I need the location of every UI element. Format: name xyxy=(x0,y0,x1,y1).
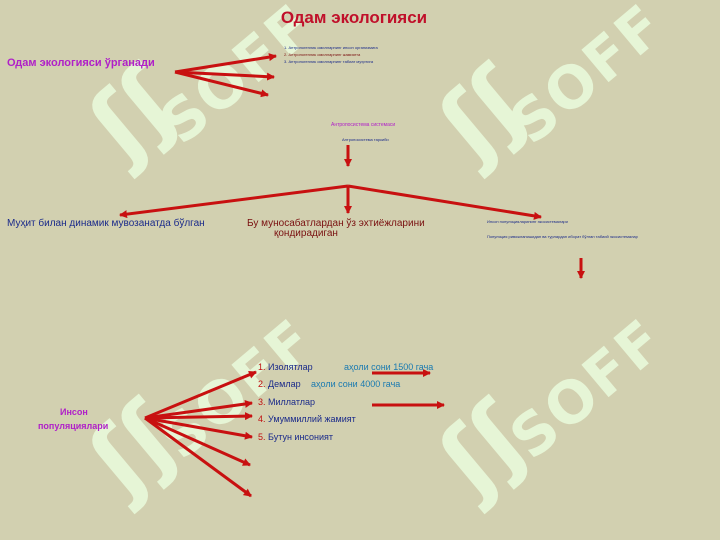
population-item: 1. Изолятлар xyxy=(258,362,313,372)
arrow xyxy=(144,400,253,420)
arrow xyxy=(144,416,251,467)
branch-middle-label: Бу муносабатлардан ўз эхтиёжларини xyxy=(247,218,425,229)
population-item: 4. Умуммиллий жамият xyxy=(258,414,356,424)
arrow xyxy=(144,412,253,421)
arrow xyxy=(347,184,542,220)
page-title: Одам экологияси xyxy=(280,8,428,27)
population-label: Инсон xyxy=(60,407,88,417)
population-item: 5. Бутун инсоният xyxy=(258,432,334,442)
studies-item: 3. Антропогенлик омилларнинг табиат муҳи… xyxy=(284,59,374,64)
branch-right-label: Инсон популяцияларининг экосистемалари xyxy=(487,219,568,224)
population-item: 3. Миллатлар xyxy=(258,397,316,407)
center-heading: Антропосистема системаси xyxy=(331,122,396,128)
branch-middle-label: қондирадиган xyxy=(274,228,338,239)
branch-right-label: Популяция ривожланишидан ва турлардан иб… xyxy=(487,234,638,239)
arrow xyxy=(144,416,253,440)
center-subheading: Антропосистема таркиби xyxy=(342,137,389,142)
population-label: популяциялари xyxy=(38,421,109,431)
population-note: аҳоли сони 1500 гача xyxy=(344,362,434,372)
studies-label: Одам экологияси ўрганади xyxy=(7,57,155,69)
arrow xyxy=(144,416,252,498)
arrow xyxy=(174,53,277,74)
studies-item: 1. Антропогенлик омилларнинг инсон орган… xyxy=(284,45,378,50)
population-note: аҳоли сони 4000 гача xyxy=(311,379,401,389)
branch-left-label: Муҳит билан динамик мувозанатда бўлган xyxy=(7,218,205,229)
studies-item: 2. Антропогенлик омилларнинг жамиятга xyxy=(284,52,361,57)
arrow xyxy=(174,70,269,98)
arrow xyxy=(119,184,349,219)
arrow xyxy=(144,370,257,420)
arrow xyxy=(174,70,275,81)
population-item: 2. Демлар xyxy=(258,379,301,389)
